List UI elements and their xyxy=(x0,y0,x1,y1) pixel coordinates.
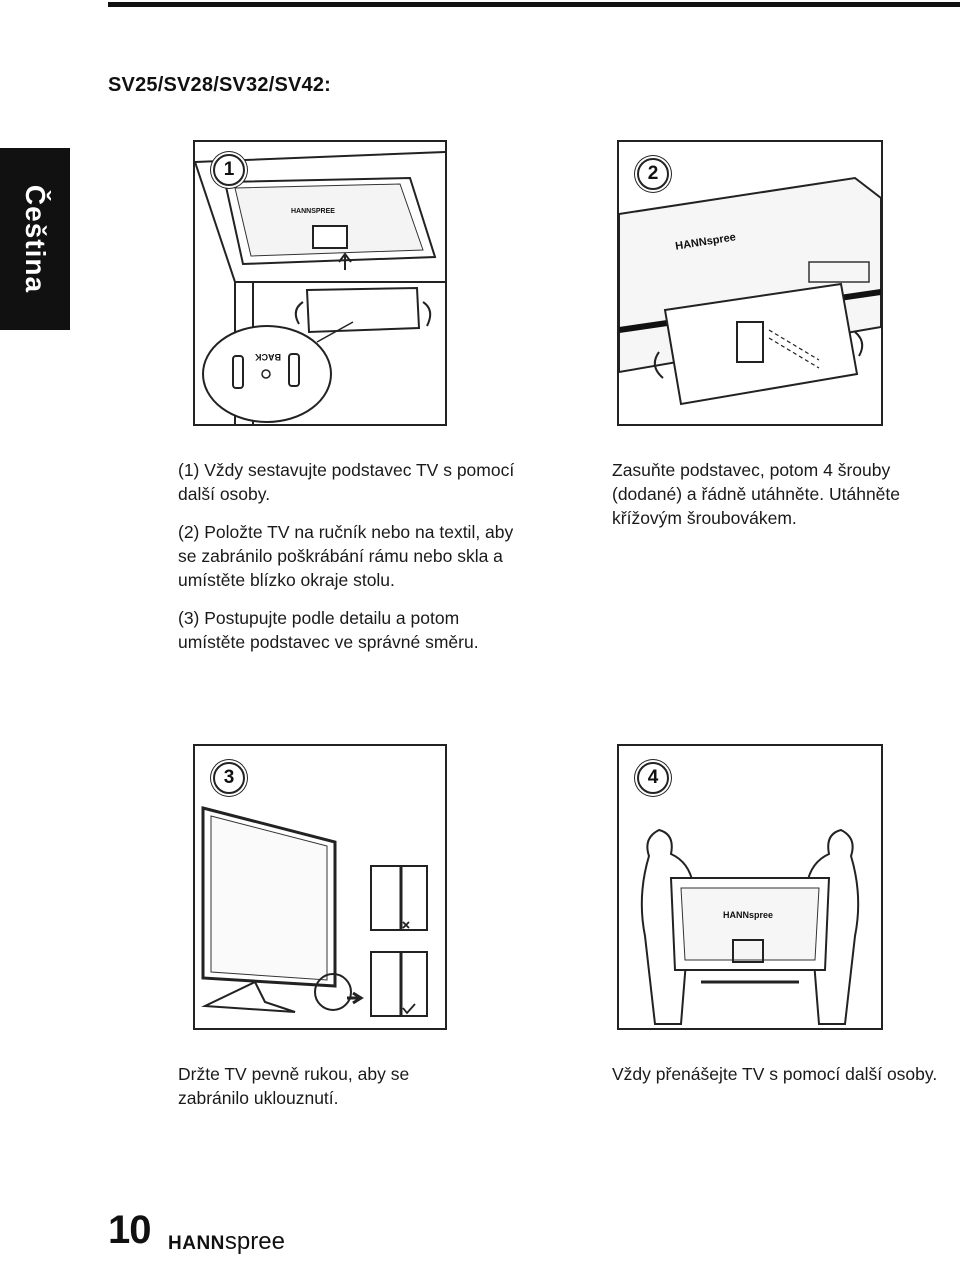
step-badge-3: 3 xyxy=(213,762,245,794)
step-badge-4: 4 xyxy=(637,762,669,794)
top-rule xyxy=(108,2,960,7)
language-tab-label: Čeština xyxy=(20,184,51,294)
illustration-hold-tv xyxy=(201,806,428,1017)
step2-instructions: Zasuňte podstavec, potom 4 šrouby (dodan… xyxy=(612,458,947,544)
step1-instructions: (1) Vždy sestavujte podstavec TV s pomoc… xyxy=(178,458,528,668)
instruction-paragraph: Vždy přenášejte TV s pomocí další osoby. xyxy=(612,1064,938,1084)
instruction-paragraph: (3) Postupujte podle detailu a potom umí… xyxy=(178,608,479,652)
instruction-paragraph: (1) Vždy sestavujte podstavec TV s pomoc… xyxy=(178,460,515,504)
brand-logo-bold: HANN xyxy=(168,1233,225,1254)
brand-label: HANNspree xyxy=(723,910,774,920)
illustration-two-people-carrying xyxy=(640,828,860,1025)
page-number: 10 xyxy=(108,1208,151,1252)
brand-label: HANNSPREE xyxy=(291,208,335,215)
illustration-stand-attach xyxy=(619,176,881,406)
brand-logo: HANNspree xyxy=(168,1228,285,1256)
figure-step-4: 4 HANNspree xyxy=(617,744,883,1030)
model-heading: SV25/SV28/SV32/SV42: xyxy=(108,74,332,96)
instruction-paragraph: Držte TV pevně rukou, aby se zabránilo u… xyxy=(178,1064,410,1108)
step3-instructions: Držte TV pevně rukou, aby se zabránilo u… xyxy=(178,1062,478,1124)
instruction-paragraph: (2) Položte TV na ručník nebo na textil,… xyxy=(178,522,514,590)
back-label: BACK xyxy=(255,352,281,362)
illustration-tv-on-table xyxy=(195,151,445,424)
figure-step-2: 2 HANNspree xyxy=(617,140,883,426)
step4-instructions: Vždy přenášejte TV s pomocí další osoby. xyxy=(612,1062,947,1100)
language-tab: Čeština xyxy=(0,148,70,330)
figure-step-1: 1 HANNSPREE BACK xyxy=(193,140,447,426)
step-badge-1: 1 xyxy=(213,154,245,186)
step-badge-2: 2 xyxy=(637,158,669,190)
brand-logo-light: spree xyxy=(224,1228,285,1255)
figure-step-3: 3 xyxy=(193,744,447,1030)
instruction-paragraph: Zasuňte podstavec, potom 4 šrouby (dodan… xyxy=(612,460,900,528)
